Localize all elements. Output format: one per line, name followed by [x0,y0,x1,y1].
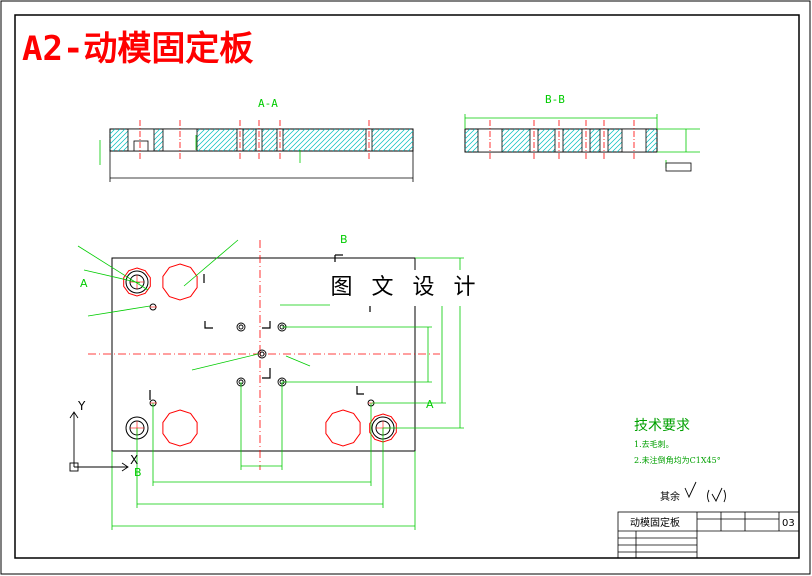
technical-notes: 技术要求 1.去毛刺。 2.未注倒角均为C1X45° [634,418,721,465]
hatch-line [207,128,231,152]
hatch-line [506,128,531,153]
section-bb-view: B-B [464,93,700,172]
plan-view: A A B B [77,233,464,530]
hatch-line [327,128,351,152]
hatch-line [322,128,346,152]
drawing-title: A2-动模固定板 [22,29,253,69]
large-hole-outline [325,409,361,447]
hatch-line [407,145,414,152]
roughness-label: 其余 [660,490,680,503]
hatch-line [109,128,116,135]
section-bb-label: B-B [545,93,565,106]
hatch-line [307,128,331,152]
hatch-line [392,130,414,152]
hatch-line [464,128,476,140]
hatch-line [501,128,526,153]
hatch-line [282,128,306,152]
hatch-line [109,128,121,140]
section-marker-a-right: A [426,398,434,411]
plate-outline [111,257,416,452]
title-block-part-name: 动模固定板 [630,516,680,529]
hatch-line [332,128,356,152]
hatch-line [317,128,341,152]
watermark: 图 文 设 计 [330,270,482,306]
section-aa-view: A-A [99,97,414,182]
hatch-line [297,128,321,152]
large-hole-outline [162,409,198,447]
hatch-line [197,128,221,152]
notes-item-2: 2.未注倒角均为C1X45° [634,455,721,465]
hatch-line [337,128,361,152]
hatch-line [464,128,481,145]
section-marker-b-bottom: B [134,466,142,479]
hatch-line [342,128,366,152]
title-block-sheet-number: 03 [782,518,795,529]
datum-feature-box [665,162,692,172]
hatch-line [372,128,396,152]
axis-x-label: X [130,453,138,467]
hatch-line [382,128,406,152]
hatch-line [464,128,471,135]
hatch-line [212,128,236,152]
counterbore-left-step [133,140,149,152]
large-hole-outline [162,263,198,301]
hatch-line [397,135,414,152]
section-aa-label: A-A [258,97,278,110]
hatch-line [302,128,326,152]
surface-roughness: 其余 [660,481,726,503]
section-bb-hatch [464,128,658,153]
hatch-line [377,128,401,152]
drawing-frame [14,14,800,559]
title-block [617,511,800,559]
hatch-line [202,128,226,152]
hatch-line [646,141,658,153]
notes-item-1: 1.去毛刺。 [634,439,674,449]
hatch-line [312,128,336,152]
hatch-line [561,128,586,153]
hatch-line [287,128,311,152]
hatch-line [292,128,316,152]
axis-y-label: Y [77,399,86,413]
hatch-line [387,128,411,152]
hatch-line [217,128,241,152]
ucs-axis-icon [69,411,129,472]
section-marker-a-left: A [80,277,88,290]
section-marker-b-top: B [340,233,348,246]
hatch-line [402,140,414,152]
hatch-line [109,128,126,145]
hatch-line [651,146,658,153]
plan-dimensions [77,239,464,530]
pin-holes [149,303,375,407]
hatch-line [109,128,131,150]
notes-heading: 技术要求 [634,418,690,434]
